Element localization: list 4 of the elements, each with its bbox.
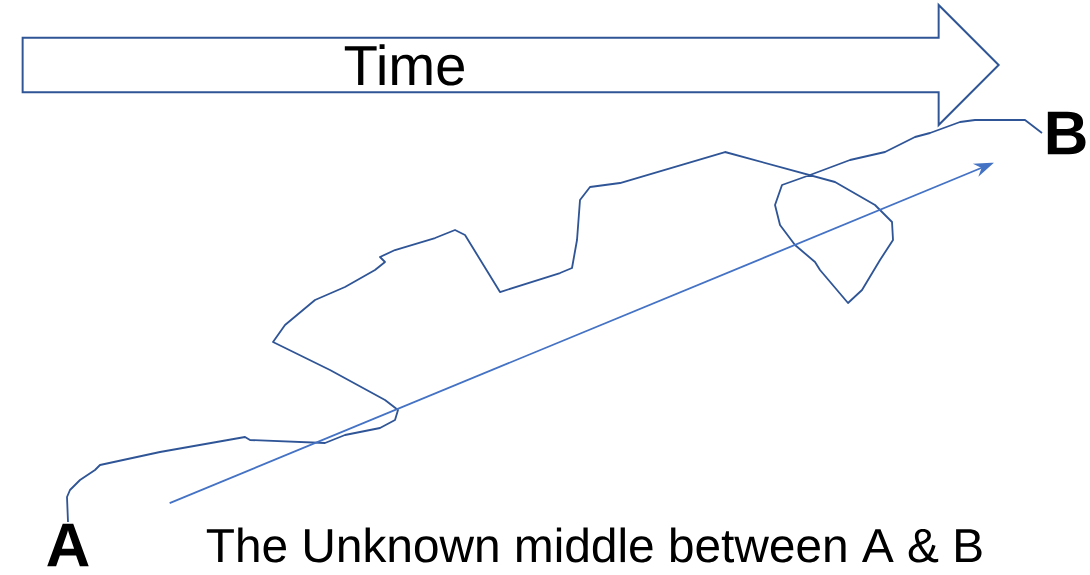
- point-label: A: [47, 523, 89, 567]
- point-label: B: [1047, 111, 1086, 155]
- note-text: The Unknown middle between A & B: [206, 527, 982, 563]
- path-line: [66, 119, 1043, 523]
